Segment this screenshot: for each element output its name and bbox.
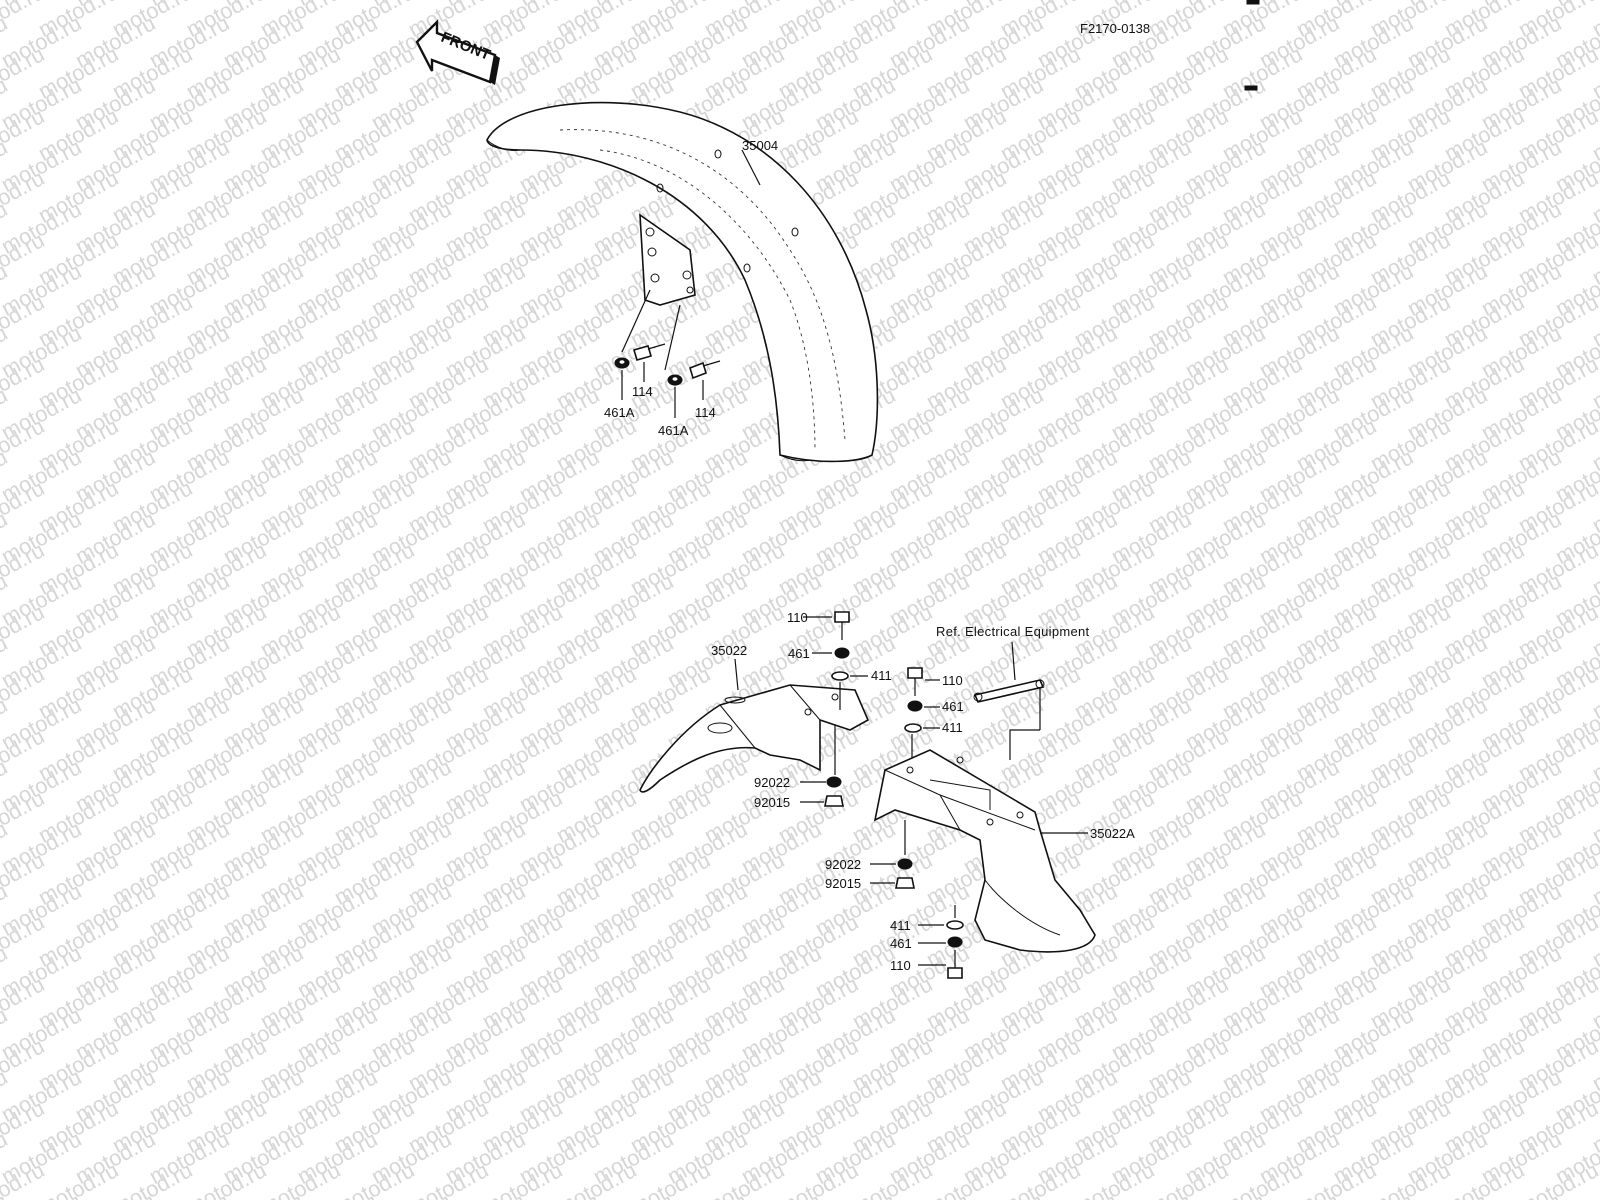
washer-411-top xyxy=(831,671,849,681)
nut-92015-b xyxy=(895,877,915,889)
wire-bracket xyxy=(973,679,1045,730)
label-35022: 35022 xyxy=(711,643,747,658)
washer-461-low xyxy=(947,936,963,948)
front-arrow-icon: FRONT xyxy=(415,19,500,85)
washer-461-mid xyxy=(907,700,923,712)
figure-code: F2170-0138 xyxy=(1080,21,1150,36)
washer-461a-right xyxy=(667,374,683,386)
label-92015-a: 92015 xyxy=(754,795,790,810)
grommet-92022-b xyxy=(897,858,913,870)
label-461-top: 461 xyxy=(788,646,810,661)
edge-mark-mid xyxy=(1244,85,1258,91)
bolt-114-right xyxy=(689,360,721,380)
washer-461a-left xyxy=(614,357,630,369)
label-461-low: 461 xyxy=(890,936,912,951)
label-114-left: 114 xyxy=(632,384,653,399)
ref-electrical-text: Ref. Electrical Equipment xyxy=(936,624,1090,639)
label-411-low: 411 xyxy=(890,918,911,933)
label-110-top: 110 xyxy=(787,610,808,625)
bolt-114-left xyxy=(633,343,666,361)
label-35022a: 35022A xyxy=(1090,826,1135,841)
label-461a-left: 461A xyxy=(604,405,635,420)
edge-mark-top xyxy=(1246,0,1260,5)
label-411-mid: 411 xyxy=(942,720,963,735)
label-461a-right: 461A xyxy=(658,423,689,438)
front-fender-35004 xyxy=(486,101,879,463)
washer-411-low xyxy=(946,920,964,930)
bolt-110-mid xyxy=(907,667,923,696)
washer-411-mid xyxy=(904,723,922,733)
label-114-right: 114 xyxy=(695,405,716,420)
label-35004: 35004 xyxy=(742,138,778,153)
label-92022-b: 92022 xyxy=(825,857,861,872)
grommet-92022-a xyxy=(826,776,842,788)
bolt-110-low xyxy=(947,950,963,979)
mud-flap-35022 xyxy=(639,684,870,793)
bolt-110-top xyxy=(834,611,850,640)
label-110-low: 110 xyxy=(890,958,911,973)
label-110-mid: 110 xyxy=(942,673,963,688)
washer-461-top xyxy=(834,647,850,659)
label-92022-a: 92022 xyxy=(754,775,790,790)
label-92015-b: 92015 xyxy=(825,876,861,891)
label-461-mid: 461 xyxy=(942,699,964,714)
mud-flap-35022a xyxy=(873,749,1096,953)
nut-92015-a xyxy=(824,795,844,807)
label-411-top: 411 xyxy=(871,668,892,683)
